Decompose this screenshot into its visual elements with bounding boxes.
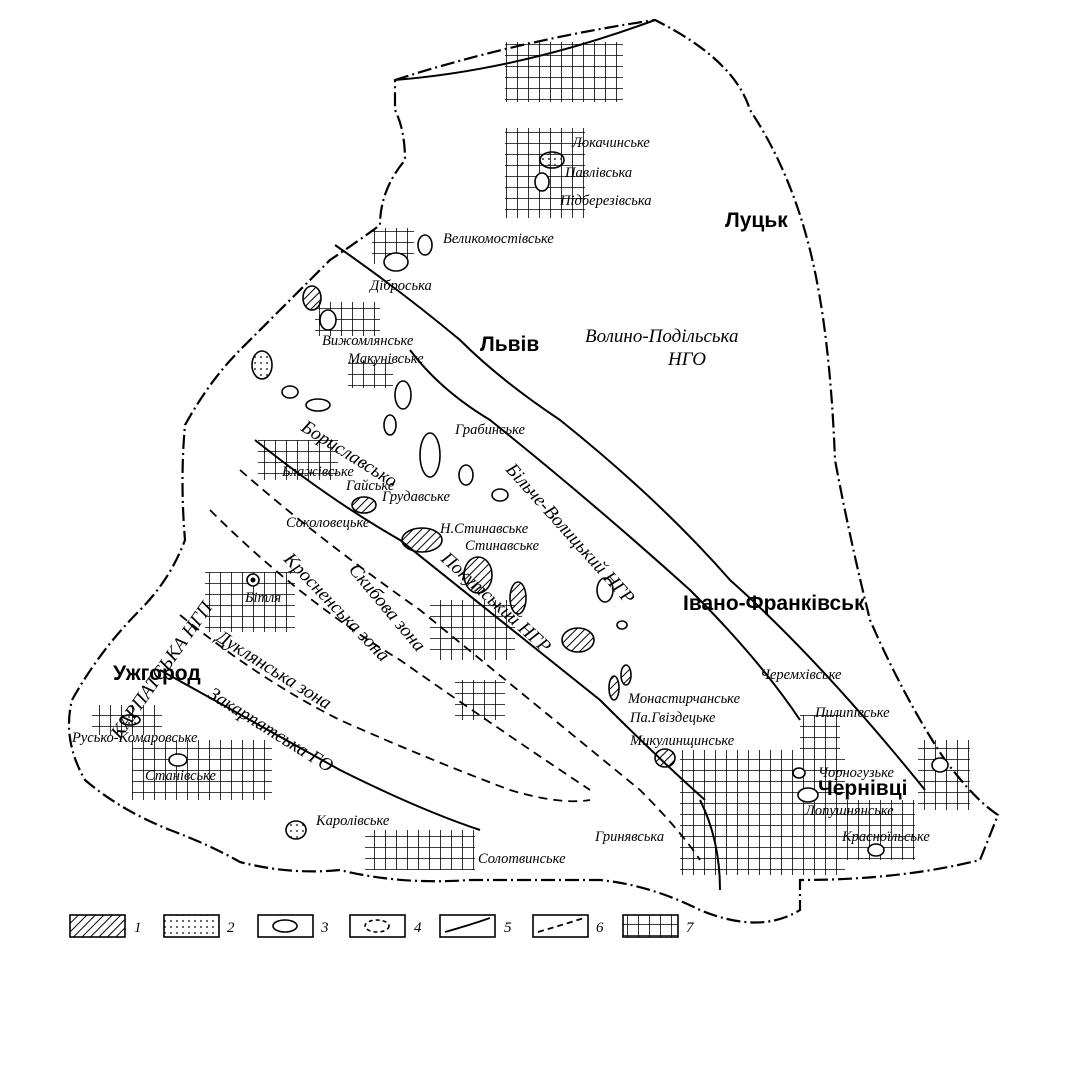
volyn-podillia-boundary — [334, 244, 926, 791]
inner-fault — [699, 799, 721, 891]
legend-label-7: 7 — [686, 920, 695, 936]
field-solotvynske: Солотвинське — [478, 851, 566, 867]
field-pidberezivska: Підберезівська — [559, 193, 652, 209]
grid-areas — [92, 42, 970, 875]
legend: 1 2 3 4 5 6 7 — [69, 914, 695, 938]
city-uzhhorod: Ужгород — [113, 662, 201, 685]
grid-area-solotvyn — [365, 830, 475, 870]
legend-item-1: 1 — [69, 914, 142, 938]
legend-item-4: 4 — [349, 914, 422, 938]
legend-item-2: 2 — [163, 914, 235, 938]
legend-item-7: 7 — [622, 914, 695, 938]
field-karolivske: Каролівське — [315, 813, 390, 829]
legend-label-1: 1 — [134, 920, 142, 936]
legend-item-3: 3 — [257, 914, 329, 938]
field-monastyrchanske: Монастирчанське — [627, 691, 741, 707]
polissia-boundary — [394, 19, 656, 81]
zakarpattia-boundary — [159, 669, 481, 831]
grid-area-chernivtsi — [680, 750, 845, 875]
grid-area-makuniv — [348, 360, 393, 388]
field-mykulynshynske: Микулинщинське — [629, 733, 735, 749]
legend-label-4: 4 — [414, 920, 422, 936]
grid-area-staniv — [132, 740, 272, 800]
field-chornohuzke: Чорногузьке — [818, 765, 895, 781]
city-lviv: Львів — [480, 333, 539, 356]
field-taiske: Гайське — [345, 478, 395, 494]
field-velykomostivske: Великомостівське — [443, 231, 554, 247]
krosno-boundary — [209, 509, 591, 791]
field-makunivske: Макунівське — [347, 351, 424, 367]
field-shapes — [119, 151, 949, 857]
field-pa-hvizdetske: Па.Гвіздецьке — [629, 710, 716, 726]
grid-area-krosno — [455, 680, 505, 720]
field-pylypivske: Пилипівське — [814, 705, 890, 721]
grid-area-pylypiv — [800, 715, 840, 750]
field-sokolovetske: Соколовецьке — [286, 515, 370, 531]
city-chernivtsi: Чернівці — [818, 777, 907, 800]
field-dibrovska: Діброська — [368, 278, 432, 294]
grid-area-north — [505, 42, 623, 102]
field-blazhivske: Блажівське — [281, 464, 354, 480]
field-stynavske: Стинавське — [465, 538, 540, 554]
legend-label-2: 2 — [227, 920, 235, 936]
field-hryniavska: Гринявська — [594, 829, 664, 845]
field-pavlivska: Павлівська — [564, 165, 632, 181]
dukla-boundary — [179, 614, 591, 803]
field-hrabynske: Грабинське — [454, 422, 526, 438]
region-boundaries — [67, 18, 1000, 924]
field-stanivske: Станівське — [145, 768, 217, 784]
legend-label-6: 6 — [596, 920, 604, 936]
field-rusko-komarivske: Русько-Комаровське — [71, 730, 198, 746]
field-bitlia: Бітля — [244, 590, 281, 606]
outer-boundary — [67, 18, 1000, 924]
boryslav-boundary — [254, 439, 706, 801]
field-lokachynske: Локачинське — [571, 135, 650, 151]
field-n-stynavske: Н.Стинавське — [439, 521, 529, 537]
legend-label-3: 3 — [320, 920, 329, 936]
city-ivano-frankivsk: Івано-Франківськ — [683, 592, 865, 615]
bilche-boundary — [409, 349, 801, 721]
region-volyn-line1: Волино-Подільська — [585, 326, 738, 347]
city-lutsk: Луцьк — [725, 209, 788, 232]
legend-item-5: 5 — [439, 914, 512, 938]
legend-label-5: 5 — [504, 920, 512, 936]
grid-area-east — [918, 740, 970, 810]
field-hrudovske: Грудавське — [381, 489, 450, 505]
field-lopushnianske: Лопушнянське — [804, 803, 894, 819]
legend-item-6: 6 — [532, 914, 604, 938]
skyba-boundary — [239, 469, 701, 861]
field-cheremkhivske: Черемхівське — [760, 667, 842, 683]
region-volyn-line2: НГО — [667, 349, 706, 370]
field-krasnoilske: Красноїльське — [841, 829, 930, 845]
field-vyzhomlianske: Вижомлянське — [322, 333, 414, 349]
